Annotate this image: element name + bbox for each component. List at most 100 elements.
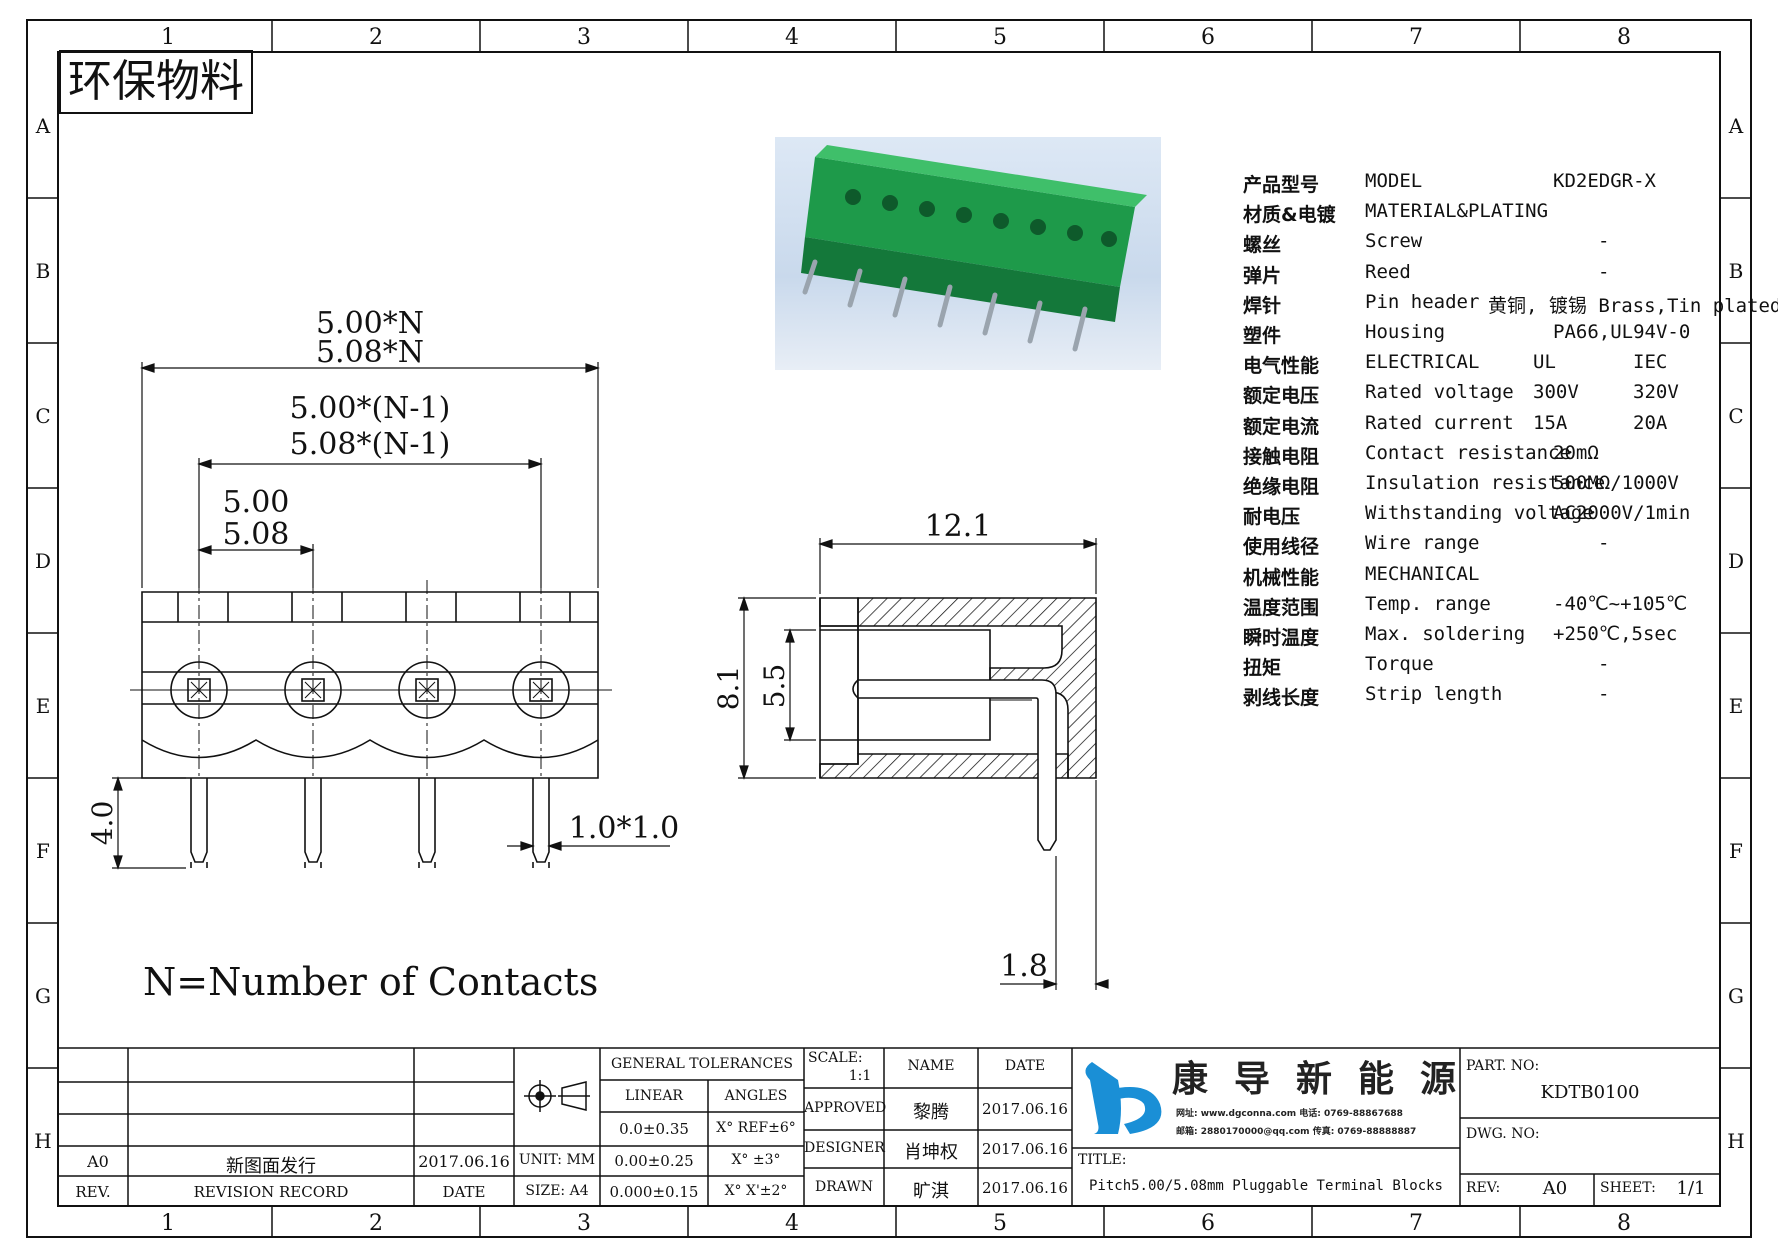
zone-col-7-bottom: 7 (1409, 1211, 1423, 1236)
dim-overall-508: 5.08*N (316, 335, 424, 370)
dwg-no-label: DWG. NO: (1466, 1126, 1540, 1142)
spec-value: - (1598, 532, 1610, 555)
spec-label-cn: 产品型号 (1243, 174, 1320, 196)
zone-dividers (27, 20, 1751, 1237)
zone-row-d-right: D (1728, 549, 1744, 573)
date-header-2: DATE (1004, 1058, 1046, 1074)
dim-side-width: 12.1 (925, 509, 992, 544)
spec-label-en: Contact resistance (1365, 441, 1571, 464)
spec-row: 弹片 Reed - (1243, 261, 1713, 287)
spec-row: 电气性能 ELECTRICAL UL IEC (1243, 351, 1713, 377)
rev-label: REV: (1466, 1180, 1501, 1196)
spec-value-iec: 20A (1633, 411, 1668, 434)
spec-label-en: MATERIAL&PLATING (1365, 200, 1549, 223)
spec-label-cn: 扭矩 (1243, 657, 1282, 680)
zone-col-2: 2 (369, 25, 383, 50)
part-no-value: KDTB0100 (1540, 1082, 1640, 1103)
rev-header: REV. (75, 1183, 111, 1201)
contacts-note: N=Number of Contacts (143, 960, 599, 1004)
name-header: NAME (907, 1058, 955, 1074)
spec-label-en: Rated current (1365, 411, 1514, 434)
projection-symbol-icon (524, 1080, 590, 1112)
zone-row-g-right: G (1728, 984, 1744, 1008)
zone-col-5: 5 (993, 25, 1007, 50)
spec-value-iec: IEC (1633, 351, 1668, 374)
size-label: SIZE: A4 (525, 1183, 589, 1199)
spec-label-cn: 额定电流 (1243, 415, 1320, 438)
dim-span-500: 5.00*(N-1) (290, 391, 451, 426)
spec-label-cn: 接触电阻 (1243, 445, 1320, 468)
spec-value: 300V (1533, 381, 1579, 404)
dim-pitch-500: 5.00 (223, 485, 290, 520)
company-contact-1: 网址: www.dgconna.com 电话: 0769-88867688 (1176, 1109, 1403, 1119)
zone-row-f: F (36, 839, 50, 863)
spec-value: 500MΩ/1000V (1553, 472, 1679, 494)
spec-row: 扭矩 Torque - (1243, 653, 1713, 679)
zone-col-5-bottom: 5 (993, 1211, 1007, 1236)
revision-text: 新图面发行 (226, 1156, 316, 1177)
spec-value: PA66,UL94V-0 (1553, 321, 1691, 343)
spec-value: - (1598, 260, 1610, 283)
dim-span-508: 5.08*(N-1) (290, 427, 451, 462)
spec-value: AC2000V/1min (1553, 502, 1691, 525)
approved-date: 2017.06.16 (982, 1100, 1068, 1118)
drawn-name: 旷淇 (913, 1181, 949, 1202)
company-logo-icon (1085, 1062, 1162, 1134)
zone-row-g: G (35, 984, 51, 1008)
dim-overall-500: 5.00*N (316, 306, 424, 341)
pins (190, 778, 550, 868)
part-no-label: PART. NO: (1466, 1058, 1540, 1074)
spec-label-en: Temp. range (1365, 592, 1491, 615)
spec-value: - (1598, 653, 1610, 676)
revision-record-header: REVISION RECORD (193, 1183, 349, 1201)
designer-label: DESIGNER (804, 1140, 885, 1156)
spec-value: +250℃,5sec (1553, 623, 1678, 645)
approved-label: APPROVED (804, 1100, 887, 1116)
spec-label-en: Withstanding voltage (1365, 502, 1594, 525)
spec-value: UL (1533, 351, 1556, 374)
zone-row-h: H (34, 1129, 51, 1153)
dim-pitch-508: 5.08 (223, 517, 290, 552)
sheet-label: SHEET: (1600, 1180, 1656, 1196)
zone-col-1: 1 (161, 25, 175, 50)
spec-label-en: Torque (1365, 653, 1434, 676)
scale-label: SCALE: (808, 1050, 863, 1066)
title-block-grid (58, 1047, 1720, 1206)
zone-row-a: A (35, 114, 51, 138)
general-tolerances: GENERAL TOLERANCES (610, 1056, 794, 1072)
spec-value-iec: 320V (1633, 381, 1679, 404)
spec-label-cn: 弹片 (1243, 264, 1282, 287)
zone-col-4-bottom: 4 (785, 1211, 799, 1236)
spec-value: 黄铜, 镀锡 Brass,Tin plated (1488, 294, 1778, 317)
spec-label-cn: 使用线径 (1243, 536, 1320, 559)
spec-label-cn: 焊针 (1243, 294, 1282, 317)
zone-col-3: 3 (577, 25, 591, 50)
angle-tol-2: X° ±3° (731, 1152, 781, 1168)
inner-border (57, 51, 1721, 1207)
spec-label-cn: 瞬时温度 (1243, 627, 1320, 649)
outer-border (26, 19, 1752, 1238)
company-name: 康导新能源 (1172, 1059, 1483, 1100)
angles-header: ANGLES (724, 1088, 788, 1104)
front-dimensions (112, 362, 670, 870)
designer-name: 肖坤权 (904, 1142, 958, 1163)
spec-label-en: Reed (1365, 260, 1411, 283)
spec-label-en: Rated voltage (1365, 381, 1514, 404)
spec-label-cn: 电气性能 (1243, 355, 1320, 378)
zone-col-4: 4 (785, 25, 799, 50)
spec-label-cn: 螺丝 (1243, 234, 1282, 257)
spec-label-cn: 额定电压 (1243, 385, 1320, 408)
rev-a0: A0 (87, 1152, 109, 1171)
zone-row-a-right: A (1728, 114, 1744, 138)
spec-label-en: ELECTRICAL (1365, 351, 1480, 374)
